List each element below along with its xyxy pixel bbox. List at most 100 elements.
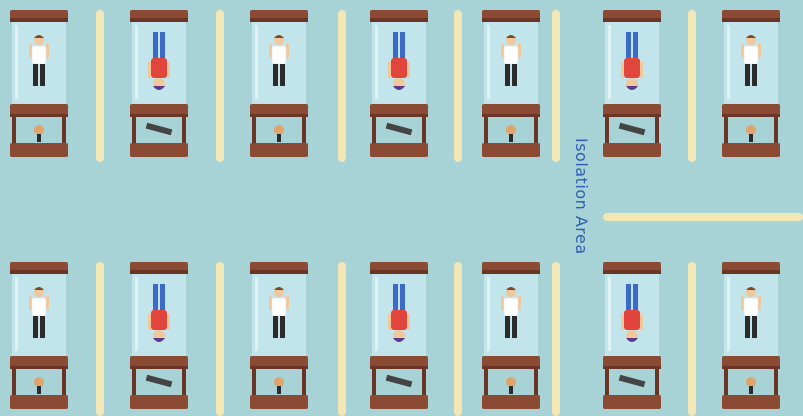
person-leg	[505, 316, 510, 338]
person-leg	[280, 316, 285, 338]
pod-stand-leg	[132, 369, 136, 395]
isolation-pod	[10, 262, 68, 409]
pod-top-trim	[370, 18, 428, 22]
person-arm	[741, 44, 744, 58]
pod-stand-leg	[372, 117, 376, 143]
pod-glass-highlight	[375, 25, 378, 99]
pod-top-trim	[130, 18, 188, 22]
pod-stand-leg	[724, 117, 728, 143]
person-leg	[745, 64, 750, 86]
person-leg	[160, 32, 165, 58]
pod-stand-leg	[605, 369, 609, 395]
pod-stand-leg	[252, 369, 256, 395]
pod-stand-leg	[655, 117, 659, 143]
person-leg	[752, 64, 757, 86]
pod-bottom-step	[250, 143, 308, 157]
pod-glass-highlight	[727, 25, 730, 99]
pod-small-figure	[749, 386, 753, 394]
pod-small-figure	[146, 375, 173, 388]
pod-top-trim	[603, 270, 661, 274]
person-arm	[286, 296, 289, 310]
pod-base-trim	[603, 114, 661, 117]
pod-glass-highlight	[255, 277, 258, 351]
person-leg	[40, 64, 45, 86]
pod-small-figure	[509, 386, 513, 394]
pod-small-figure	[277, 134, 281, 142]
person-leg	[280, 64, 285, 86]
pod-bottom-step	[370, 395, 428, 409]
pod-small-figure	[619, 375, 646, 388]
pod-glass-highlight	[15, 277, 18, 351]
person-torso	[272, 46, 286, 64]
pod-small-figure	[274, 125, 284, 135]
pod-top-trim	[130, 270, 188, 274]
pod-stand-leg	[422, 117, 426, 143]
isolation-pod	[10, 10, 68, 157]
pod-top-trim	[370, 270, 428, 274]
pod-base-trim	[722, 114, 780, 117]
pod-glass-highlight	[135, 277, 138, 351]
pod-top-trim	[250, 270, 308, 274]
pod-small-figure	[749, 134, 753, 142]
pod-glass-highlight	[135, 25, 138, 99]
divider-bar	[552, 10, 560, 162]
divider-bar	[688, 10, 696, 162]
pod-bottom-step	[722, 395, 780, 409]
pod-stand-leg	[534, 117, 538, 143]
pod-glass-highlight	[15, 25, 18, 99]
person-leg	[33, 64, 38, 86]
pod-top-trim	[482, 270, 540, 274]
divider-bar	[338, 10, 346, 162]
divider-bar	[454, 262, 462, 416]
person-torso	[391, 58, 407, 78]
isolation-pod	[603, 10, 661, 157]
isolation-pod	[130, 10, 188, 157]
person-arm	[501, 296, 504, 310]
pod-base-trim	[370, 366, 428, 369]
person-arm	[741, 296, 744, 310]
person-arm	[46, 296, 49, 310]
person-torso	[624, 310, 640, 330]
person-leg	[33, 316, 38, 338]
person-arm	[501, 44, 504, 58]
horizontal-divider-bar	[603, 213, 803, 221]
person-arm	[640, 62, 643, 78]
person-arm	[407, 62, 410, 78]
pod-bottom-step	[130, 395, 188, 409]
person-leg	[626, 284, 631, 310]
pod-small-figure	[277, 386, 281, 394]
pod-glass-highlight	[375, 277, 378, 351]
person-leg	[745, 316, 750, 338]
person-leg	[400, 284, 405, 310]
pod-base-trim	[250, 366, 308, 369]
pod-small-figure	[37, 134, 41, 142]
person-arm	[388, 314, 391, 330]
pod-small-figure	[746, 125, 756, 135]
person-arm	[46, 44, 49, 58]
pod-glass-highlight	[608, 277, 611, 351]
divider-bar	[338, 262, 346, 416]
person-arm	[640, 314, 643, 330]
pod-top-trim	[10, 18, 68, 22]
person-leg	[512, 64, 517, 86]
isolation-pod	[722, 262, 780, 409]
pod-base-trim	[722, 366, 780, 369]
person-torso	[272, 298, 286, 316]
pod-glass-highlight	[487, 25, 490, 99]
person-leg	[512, 316, 517, 338]
pod-stand-leg	[12, 117, 16, 143]
person-torso	[32, 46, 46, 64]
pod-stand-leg	[62, 369, 66, 395]
pod-stand-leg	[182, 369, 186, 395]
pod-stand-leg	[12, 369, 16, 395]
pod-small-figure	[746, 377, 756, 387]
person-arm	[621, 62, 624, 78]
pod-stand-leg	[302, 369, 306, 395]
person-leg	[40, 316, 45, 338]
person-arm	[148, 62, 151, 78]
pod-glass-highlight	[487, 277, 490, 351]
person-leg	[633, 32, 638, 58]
pod-small-figure	[506, 377, 516, 387]
pod-small-figure	[146, 123, 173, 136]
